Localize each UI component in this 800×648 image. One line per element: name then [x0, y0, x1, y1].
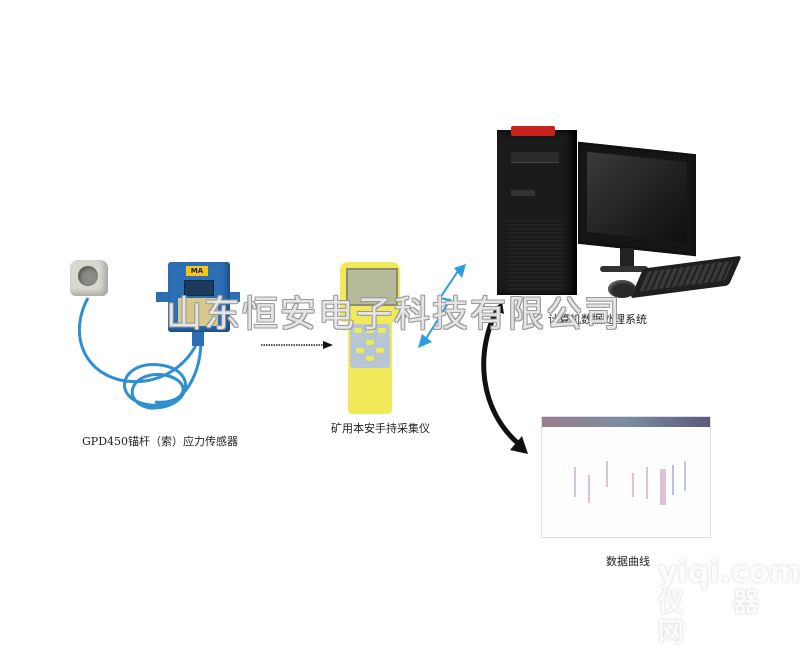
monitor-base: [600, 266, 648, 272]
key: [366, 328, 374, 333]
tower-grille: [507, 220, 563, 290]
handheld-collector: [340, 262, 400, 414]
connector-right: [230, 292, 240, 302]
key: [356, 348, 364, 353]
ma-badge: MA: [186, 266, 208, 276]
mouse: [608, 280, 636, 298]
sensor-display: [184, 280, 214, 296]
key: [378, 328, 386, 333]
handheld-screen: [346, 268, 398, 306]
data-curve-screenshot: [541, 416, 711, 538]
key: [354, 328, 362, 333]
tower-red-strip: [511, 126, 555, 136]
collector-caption: 矿用本安手持采集仪: [331, 422, 430, 435]
key: [376, 348, 384, 353]
sensor-caption: GPD450锚杆（索）应力传感器: [82, 435, 239, 448]
curve-trace: [606, 461, 608, 487]
curve-window-titlebar: [542, 417, 710, 427]
curve-trace: [646, 467, 648, 499]
keyboard: [630, 255, 742, 299]
probe-hole: [78, 266, 98, 286]
pc-tower: [497, 126, 577, 295]
monitor-stand: [620, 248, 634, 270]
curve-trace: [632, 473, 634, 497]
monitor-screen: [587, 151, 687, 243]
arrow-computer-to-curve: [481, 302, 528, 454]
company-watermark: 山东恒安电子科技有限公司: [166, 294, 623, 335]
curve-trace: [684, 461, 686, 491]
connector-bottom: [192, 332, 204, 346]
site-watermark-cn: 仪 器 网: [658, 588, 780, 648]
curve-trace: [574, 467, 576, 497]
sensor-cable: [78, 297, 203, 410]
monitor: [578, 141, 696, 257]
key: [366, 340, 374, 345]
computer-caption: 计算机数据处理系统: [548, 313, 647, 326]
site-watermark-url: yiqi.com: [658, 555, 800, 590]
connector-left: [156, 292, 168, 302]
site-watermark: yiqi.com 仪 器 网: [658, 558, 800, 648]
arrow-collector-computer-bidirectional: [418, 264, 466, 348]
arrow-sensor-to-collector: [261, 341, 333, 349]
front-ports: [511, 190, 535, 196]
optical-drive-bay: [511, 152, 559, 163]
sensor-probe: [68, 258, 110, 300]
curve-trace: [660, 469, 666, 505]
sensor-junction-box: MA: [156, 262, 240, 346]
key: [366, 356, 374, 361]
curve-trace: [672, 465, 674, 495]
handheld-keypad: [350, 324, 390, 368]
sensor-label-plate: [178, 298, 218, 326]
curve-caption: 数据曲线: [606, 555, 650, 568]
curve-trace: [588, 475, 590, 503]
